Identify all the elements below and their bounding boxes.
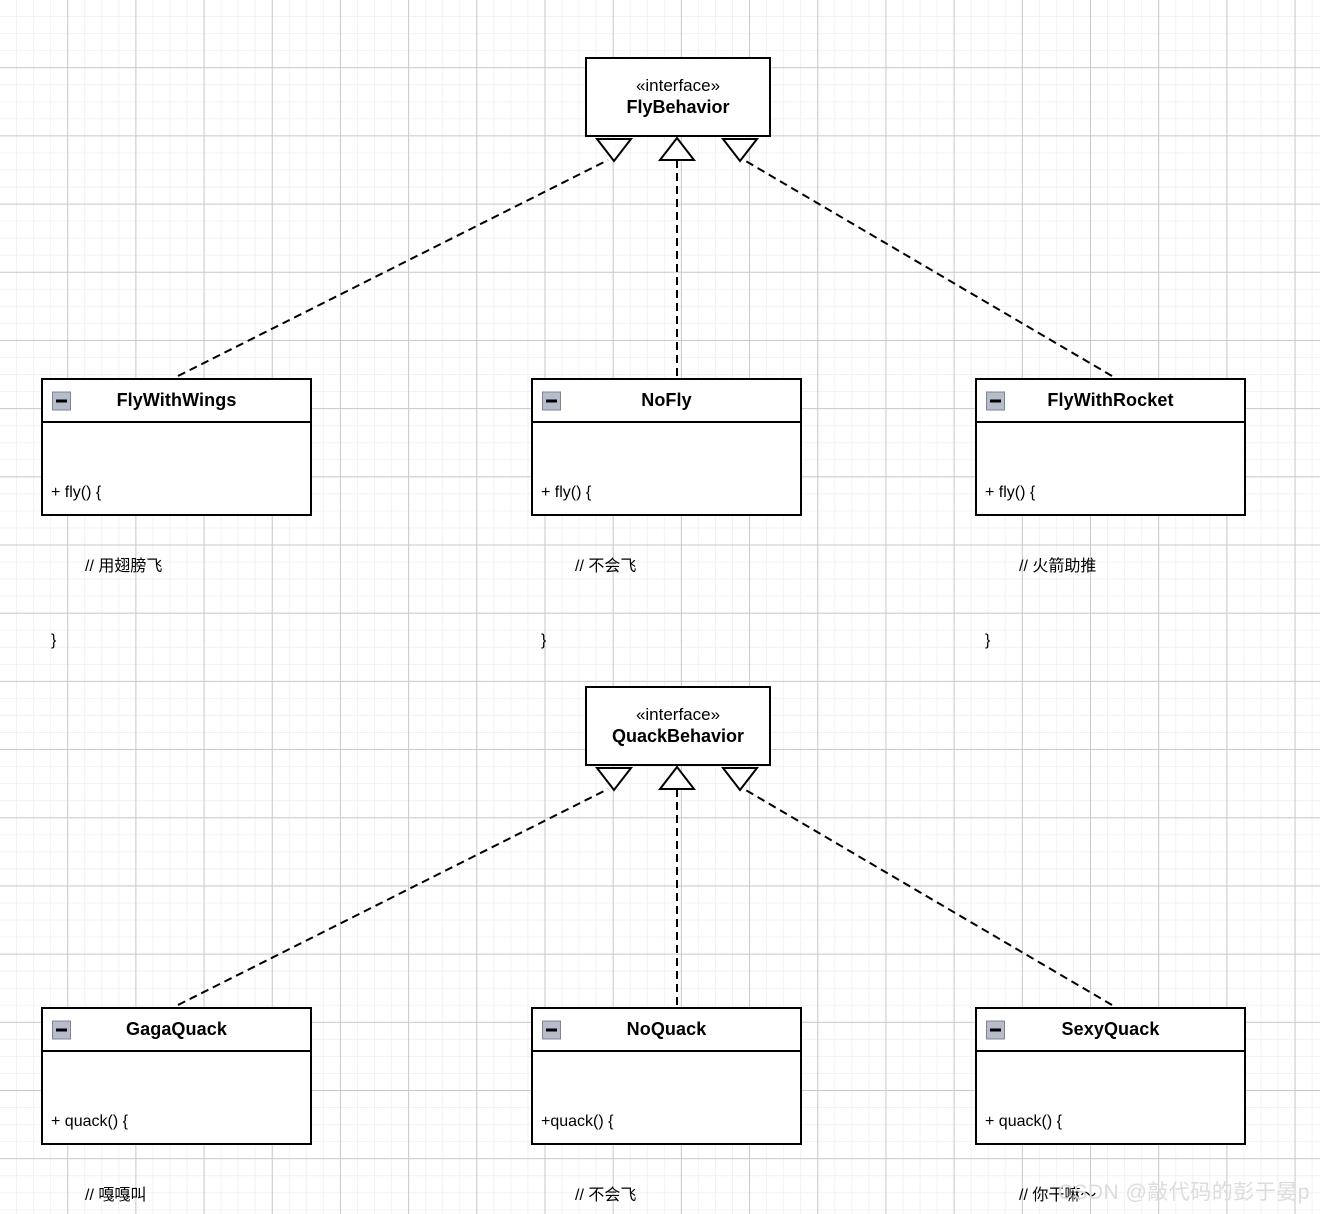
no-fly-header: NoFly	[533, 380, 800, 423]
no-quack-header: NoQuack	[533, 1009, 800, 1052]
method-signature-line: + fly() {	[985, 483, 1036, 501]
quack-behavior-name: QuackBehavior	[611, 726, 745, 747]
realization-nofly-to-flybehavior	[657, 136, 697, 376]
method-comment-line: // 嘎嘎叫	[85, 1186, 147, 1204]
gaga-quack-header: GagaQuack	[43, 1009, 310, 1052]
no-fly-title: NoFly	[641, 390, 692, 410]
method-comment-line: // 不会飞	[575, 1186, 637, 1204]
csdn-watermark: CSDN @敲代码的彭于晏p	[1057, 1181, 1310, 1204]
realization-sexyquack-to-quackbehavior	[720, 767, 1113, 1006]
method-close-line: }	[51, 632, 57, 650]
collapse-minus-icon[interactable]	[542, 1020, 561, 1039]
no-quack-title: NoQuack	[626, 1019, 707, 1039]
node-no-quack-class[interactable]: NoQuack +quack() { // 不会飞 }	[531, 1007, 802, 1204]
node-fly-with-wings-class[interactable]: FlyWithWings + fly() { // 用翅膀飞 }	[41, 378, 312, 649]
method-comment-line: // 火箭助推	[1019, 557, 1097, 575]
collapse-minus-icon[interactable]	[986, 391, 1005, 410]
fly-with-rocket-title: FlyWithRocket	[1047, 390, 1174, 410]
fly-with-rocket-members: + fly() { // 火箭助推 }	[977, 423, 1244, 704]
realization-flywithrocket-to-flybehavior	[720, 138, 1113, 377]
gaga-quack-title: GagaQuack	[126, 1019, 227, 1039]
sexy-quack-members: + quack() { // 你干嘛～ }	[977, 1052, 1244, 1214]
gaga-quack-members: + quack() { // 嘎嘎叫 }	[43, 1052, 310, 1214]
fly-with-wings-members: + fly() { // 用翅膀飞 }	[43, 423, 310, 704]
collapse-minus-icon[interactable]	[52, 391, 71, 410]
no-fly-members: + fly() { // 不会飞 }	[533, 423, 800, 704]
collapse-minus-icon[interactable]	[986, 1020, 1005, 1039]
no-quack-members: +quack() { // 不会飞 }	[533, 1052, 800, 1214]
realization-flywithwings-to-flybehavior	[177, 138, 634, 377]
fly-with-rocket-header: FlyWithRocket	[977, 380, 1244, 423]
node-no-fly-class[interactable]: NoFly + fly() { // 不会飞 }	[531, 378, 802, 649]
method-signature-line: +quack() {	[541, 1112, 614, 1130]
method-signature-line: + fly() {	[51, 483, 102, 501]
method-comment-line: // 你干嘛～	[1019, 1186, 1097, 1204]
node-gaga-quack-class[interactable]: GagaQuack + quack() { // 嘎嘎叫 }	[41, 1007, 312, 1204]
realization-gagaquack-to-quackbehavior	[177, 767, 634, 1006]
node-fly-with-rocket-class[interactable]: FlyWithRocket + fly() { // 火箭助推 }	[975, 378, 1246, 649]
collapse-minus-icon[interactable]	[52, 1020, 71, 1039]
sexy-quack-title: SexyQuack	[1061, 1019, 1160, 1039]
fly-behavior-stereotype: «interface»	[635, 75, 721, 95]
node-sexy-quack-class[interactable]: SexyQuack + quack() { // 你干嘛～ }	[975, 1007, 1246, 1204]
fly-with-wings-title: FlyWithWings	[116, 390, 237, 410]
method-comment-line: // 用翅膀飞	[85, 557, 163, 575]
collapse-minus-icon[interactable]	[542, 391, 561, 410]
method-signature-line: + quack() {	[51, 1112, 128, 1130]
method-close-line: }	[541, 632, 547, 650]
method-comment-line: // 不会飞	[575, 557, 637, 575]
method-close-line: }	[985, 632, 991, 650]
node-quack-behavior-interface[interactable]: «interface» QuackBehavior	[585, 686, 771, 766]
sexy-quack-header: SexyQuack	[977, 1009, 1244, 1052]
node-fly-behavior-interface[interactable]: «interface» FlyBehavior	[585, 57, 771, 137]
fly-with-wings-header: FlyWithWings	[43, 380, 310, 423]
fly-behavior-name: FlyBehavior	[626, 97, 730, 118]
quack-behavior-stereotype: «interface»	[635, 704, 721, 724]
method-signature-line: + fly() {	[541, 483, 592, 501]
realization-noquack-to-quackbehavior	[657, 765, 697, 1005]
method-signature-line: + quack() {	[985, 1112, 1062, 1130]
